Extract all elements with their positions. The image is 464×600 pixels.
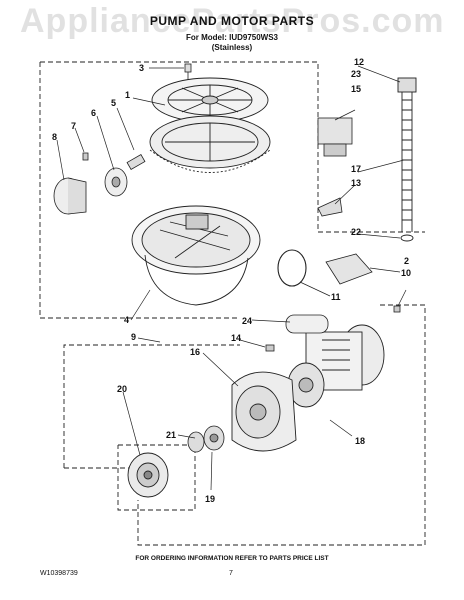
model-line: For Model: IUD9750WS3 [185, 33, 278, 42]
callout-23: 23 [351, 69, 362, 79]
part-6 [104, 167, 128, 197]
callout-19: 19 [205, 494, 216, 504]
capacitor-part [285, 314, 329, 334]
callout-16: 16 [190, 347, 201, 357]
callout-5: 5 [111, 98, 117, 108]
watermark: AppliancePartsPros.com [20, 2, 445, 40]
callout-17: 17 [351, 164, 362, 174]
part-10 [393, 305, 401, 313]
callout-2: 2 [404, 256, 410, 266]
callout-7: 7 [71, 121, 77, 131]
ordering-note: FOR ORDERING INFORMATION REFER TO PARTS … [135, 555, 329, 562]
impeller-part [127, 452, 169, 498]
callout-12: 12 [354, 57, 365, 67]
hose-part [397, 77, 417, 242]
part-8 [53, 177, 87, 215]
callout-15: 15 [351, 84, 362, 94]
filter-assembly-part [149, 77, 271, 173]
callout-8: 8 [52, 132, 58, 142]
part-13 [317, 197, 343, 217]
part-14 [265, 344, 275, 352]
pump-housing-part [231, 371, 297, 452]
sump-part [131, 205, 261, 306]
callout-22: 22 [351, 227, 362, 237]
callout-24: 24 [242, 316, 253, 326]
callout-18: 18 [355, 436, 366, 446]
gasket-part [277, 249, 307, 287]
callout-20: 20 [117, 384, 128, 394]
part-2 [325, 253, 373, 285]
leader-lines [56, 65, 407, 491]
seal-part [187, 425, 225, 453]
callout-21: 21 [166, 430, 177, 440]
group-outlines [39, 61, 426, 546]
part-15 [317, 117, 353, 157]
callout-1: 1 [125, 90, 131, 100]
finish-label: (Stainless) [211, 43, 253, 52]
motor-part [287, 324, 385, 408]
screw-part [184, 63, 192, 80]
callout-11: 11 [331, 292, 341, 302]
callout-14: 14 [231, 333, 242, 343]
callout-4: 4 [124, 315, 130, 325]
part-5 [126, 153, 146, 171]
callout-13: 13 [351, 178, 362, 188]
page-number: 7 [229, 570, 233, 577]
callout-9: 9 [131, 332, 137, 342]
page-title: PUMP AND MOTOR PARTS [149, 14, 315, 28]
callout-3: 3 [139, 63, 145, 73]
callout-6: 6 [91, 108, 97, 118]
document-number: W10398739 [40, 570, 78, 577]
callout-10: 10 [401, 268, 412, 278]
part-7 [82, 152, 89, 161]
